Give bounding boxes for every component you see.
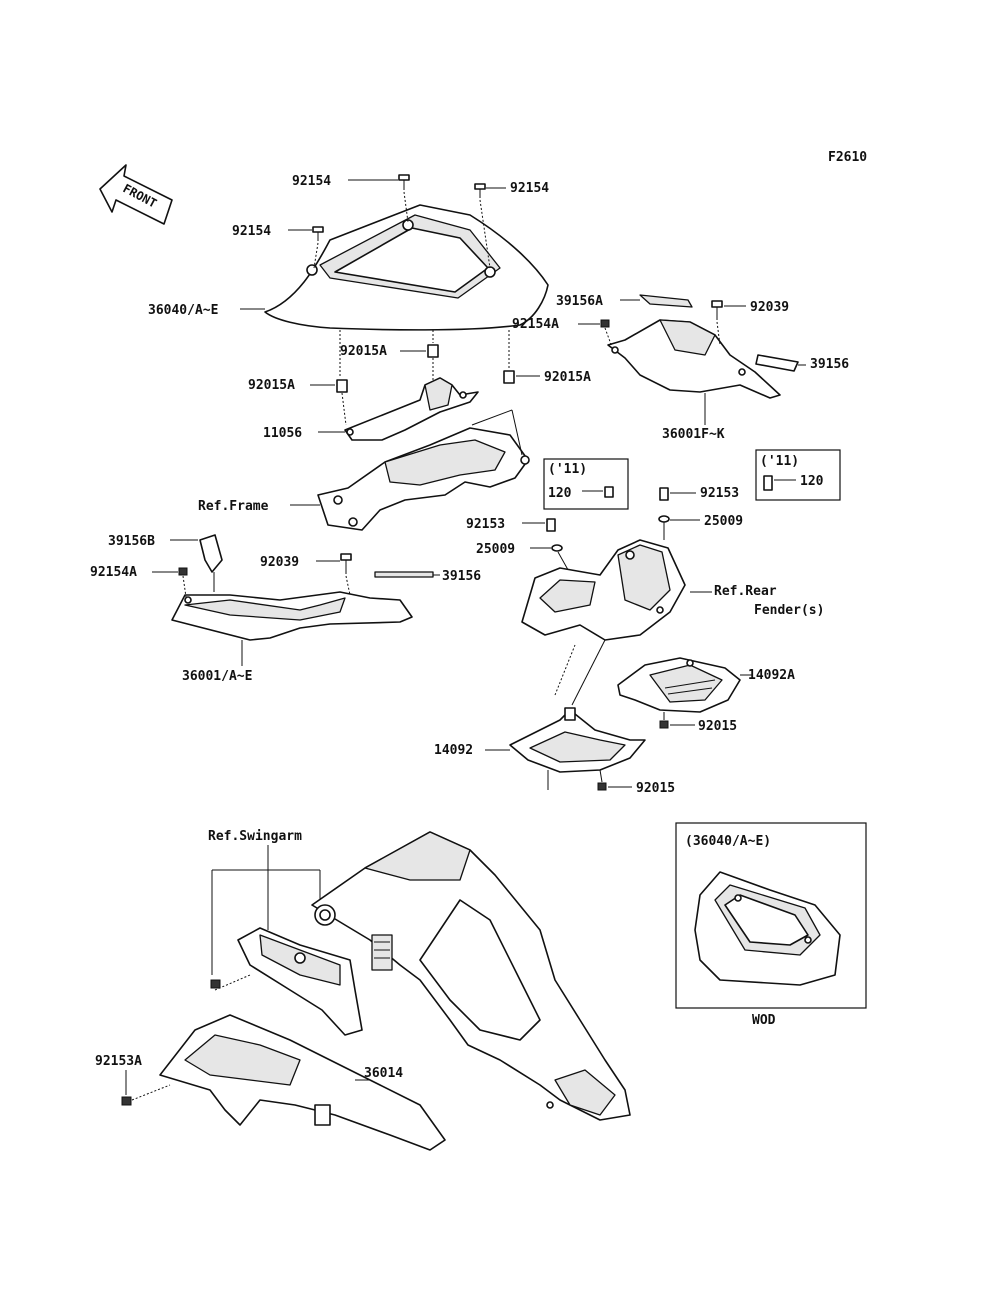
callout-92154-top: 92154 <box>292 174 331 189</box>
inset-title: (36040/A~E) <box>685 834 771 849</box>
callout-92015A-3: 92015A <box>544 370 591 385</box>
year-box-1 <box>543 458 629 510</box>
callout-92153A: 92153A <box>95 1054 142 1069</box>
cover-14092 <box>485 639 646 791</box>
callout-36001AE: 36001/A~E <box>182 669 252 684</box>
callout-25009-right: 25009 <box>704 514 743 529</box>
callout-92039-left: 92039 <box>260 555 299 570</box>
callout-92015A-1: 92015A <box>340 344 387 359</box>
callout-11056: 11056 <box>263 426 302 441</box>
swingarm-ref <box>311 831 631 1121</box>
callout-92015-1: 92015 <box>698 719 737 734</box>
bolt-92153-right <box>658 487 700 540</box>
chain-guide <box>237 927 393 1036</box>
screw-92154-topright <box>474 183 506 269</box>
subframe-ref-frame <box>290 409 530 531</box>
callout-36001FK: 36001F~K <box>662 427 725 442</box>
chain-cover-36014 <box>159 1014 446 1151</box>
callout-92015-2: 92015 <box>636 781 675 796</box>
callout-92154-topright: 92154 <box>510 181 549 196</box>
callout-ref-rear-fender-2: Fender(s) <box>754 603 824 618</box>
callout-14092: 14092 <box>434 743 473 758</box>
callout-ref-rear-fender-1: Ref.Rear <box>714 584 777 599</box>
screw-92153A-bolts <box>121 974 251 1106</box>
year-box-2-year: ('11) <box>760 454 799 469</box>
callout-39156-right: 39156 <box>810 357 849 372</box>
callout-39156A: 39156A <box>556 294 603 309</box>
callout-92154A-right: 92154A <box>512 317 559 332</box>
callout-92153-middle: 92153 <box>466 517 505 532</box>
callout-92154A-left: 92154A <box>90 565 137 580</box>
callout-39156B: 39156B <box>108 534 155 549</box>
screw-92154-top <box>348 174 410 223</box>
sticker-39156-left <box>374 571 440 578</box>
year-box-2-part: 120 <box>800 474 824 489</box>
callout-14092A: 14092A <box>748 668 795 683</box>
callout-25009-middle: 25009 <box>476 542 515 557</box>
callout-92015A-2: 92015A <box>248 378 295 393</box>
diagram-code: F2610 <box>828 150 867 165</box>
cover-14092A <box>617 657 752 729</box>
callout-92154-left: 92154 <box>232 224 271 239</box>
rear-fender-ref <box>521 539 712 641</box>
side-cover-36001AE <box>170 534 413 641</box>
callout-92153-right: 92153 <box>700 486 739 501</box>
callout-ref-swingarm: Ref.Swingarm <box>208 829 302 844</box>
ref-swingarm-leaders <box>211 845 321 975</box>
collar-92015A-1 <box>400 330 439 385</box>
screw-92154A-right <box>578 319 613 348</box>
callout-92039-right: 92039 <box>750 300 789 315</box>
callout-36014: 36014 <box>364 1066 403 1081</box>
year-box-1-part: 120 <box>548 486 572 501</box>
inset-box <box>675 822 867 1009</box>
collar-92015A-3 <box>503 330 540 384</box>
callout-39156-left: 39156 <box>442 569 481 584</box>
year-box-1-year: ('11) <box>548 462 587 477</box>
side-cover-36001FK <box>607 294 799 399</box>
screw-92039-right <box>711 300 746 346</box>
inset-wod: WOD <box>752 1013 776 1028</box>
callout-ref-frame: Ref.Frame <box>198 499 269 514</box>
screw-92154-left <box>288 226 324 269</box>
bracket-11056 <box>318 377 479 441</box>
front-direction-arrow-icon: FRONT <box>99 164 173 225</box>
screw-92154A-left <box>152 567 188 598</box>
collar-92015A-2 <box>310 330 348 426</box>
screw-92039-left <box>316 553 352 596</box>
seat-cover-36040 <box>264 204 549 331</box>
callout-36040: 36040/A~E <box>148 303 218 318</box>
year-box-2 <box>755 449 841 501</box>
